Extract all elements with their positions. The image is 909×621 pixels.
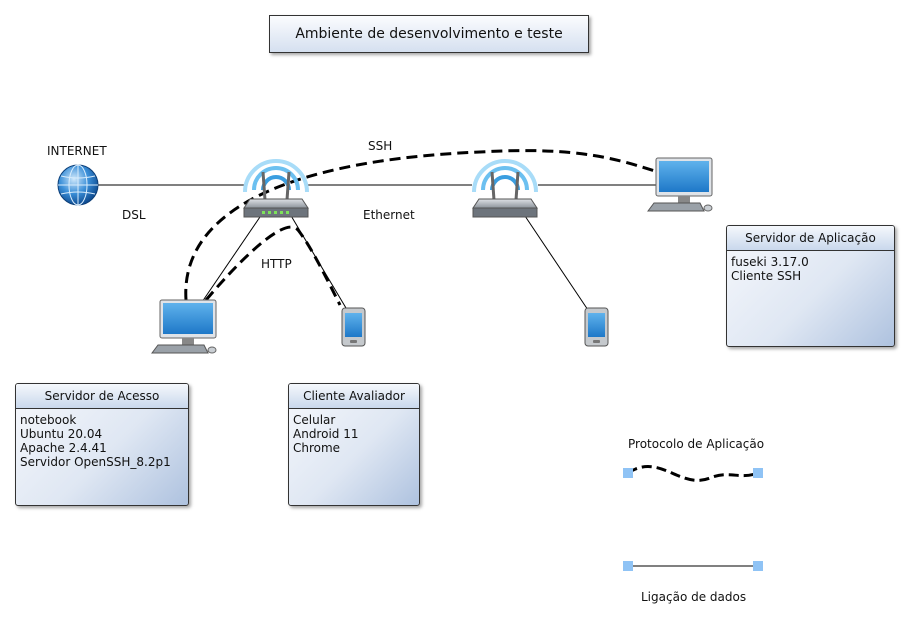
ssh-label: SSH (368, 139, 393, 153)
data-links (98, 184, 658, 311)
access-server-card: Servidor de Acesso notebook Ubuntu 20.04… (15, 383, 189, 506)
card-line: Ubuntu 20.04 (20, 427, 103, 441)
legend-data-link-label: Ligação de dados (641, 590, 747, 604)
evaluator-client-card: Cliente Avaliador Celular Android 11 Chr… (288, 383, 420, 506)
desktop-computer-icon (151, 299, 217, 354)
diagram-title: Ambiente de desenvolvimento e teste (269, 15, 589, 53)
smartphone-icon (341, 307, 366, 347)
router-icon (472, 159, 538, 218)
card-line: Chrome (293, 441, 341, 455)
card-line: Apache 2.4.41 (20, 441, 107, 455)
card-title: Servidor de Aplicação (727, 226, 894, 251)
link-router2-phone2 (524, 215, 589, 311)
app-server-card: Servidor de Aplicação fuseki 3.17.0 Clie… (726, 225, 895, 347)
legend-app-protocol-sample (623, 465, 763, 482)
legend-data-link-sample (623, 561, 763, 571)
desktop-computer-icon (647, 157, 713, 212)
ssh-link (184, 149, 659, 301)
smartphone-icon (584, 307, 609, 347)
card-line: Servidor OpenSSH_8.2p1 (20, 455, 171, 469)
card-line: fuseki 3.17.0 (731, 255, 809, 269)
internet-label: INTERNET (47, 144, 107, 158)
card-line: Celular (293, 413, 336, 427)
globe-icon (57, 164, 99, 206)
app-protocol-links (184, 149, 659, 306)
card-line: notebook (20, 413, 77, 427)
legend-app-protocol-label: Protocolo de Aplicação (628, 437, 765, 451)
card-title: Cliente Avaliador (289, 384, 419, 409)
dsl-label: DSL (122, 208, 146, 222)
link-router1-access-server (201, 213, 263, 303)
http-link (204, 225, 342, 306)
ethernet-label: Ethernet (363, 208, 415, 222)
card-line: Android 11 (293, 427, 359, 441)
card-line: Cliente SSH (731, 269, 802, 283)
card-title: Servidor de Acesso (16, 384, 188, 409)
router-icon (243, 159, 309, 218)
http-label: HTTP (261, 257, 292, 271)
